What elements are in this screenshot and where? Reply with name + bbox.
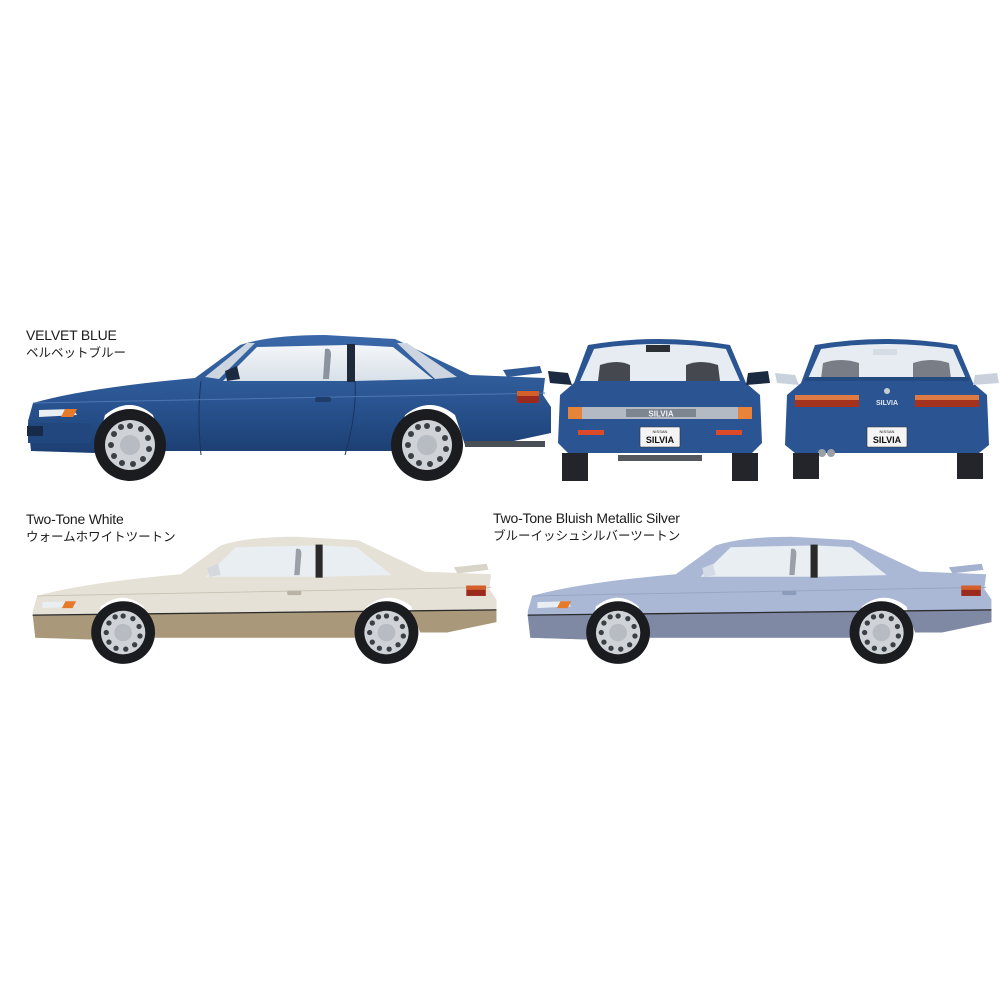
svg-text:NISSAN: NISSAN [653,429,668,434]
svg-text:NISSAN: NISSAN [880,429,895,434]
front-license-plate [639,426,681,448]
wheel-rear [391,409,463,481]
variant-name-jp: ブルーイッシュシルバーツートン [493,527,681,543]
car-side-illustration [32,536,497,664]
car-side-illustration [27,335,551,481]
car-rear-illustration: SILVIA NISSAN SILVIA [775,339,999,479]
car-side-view-velvet-blue [25,333,555,488]
rear-license-plate [866,426,908,448]
variant-label-velvet-blue: VELVET BLUE ベルベットブルー [26,327,126,360]
variant-label-two-tone-white: Two-Tone White ウォームホワイトツートン [26,511,176,544]
svg-text:SILVIA: SILVIA [873,435,902,445]
wheel-front [94,409,166,481]
car-rear-view-velvet-blue: SILVIA NISSAN SILVIA [775,333,1000,488]
variant-name-en: VELVET BLUE [26,327,117,343]
svg-text:SILVIA: SILVIA [646,435,675,445]
variant-name-jp: ウォームホワイトツートン [26,528,176,544]
trunk-badge: SILVIA [876,400,898,407]
car-front-illustration: SILVIA NISSAN SILVIA [548,339,770,481]
variant-label-bluish-silver: Two-Tone Bluish Metallic Silver ブルーイッシュシ… [493,510,680,543]
car-front-view-velvet-blue: SILVIA NISSAN SILVIA [548,333,773,488]
grille-badge: SILVIA [648,410,673,419]
car-side-illustration [527,536,992,664]
variant-name-en: Two-Tone Bluish Metallic Silver [493,510,680,526]
car-side-view-bluish-silver [525,535,995,670]
car-side-view-two-tone-white [30,535,500,670]
variant-name-jp: ベルベットブルー [26,344,127,360]
variant-name-en: Two-Tone White [26,511,124,527]
